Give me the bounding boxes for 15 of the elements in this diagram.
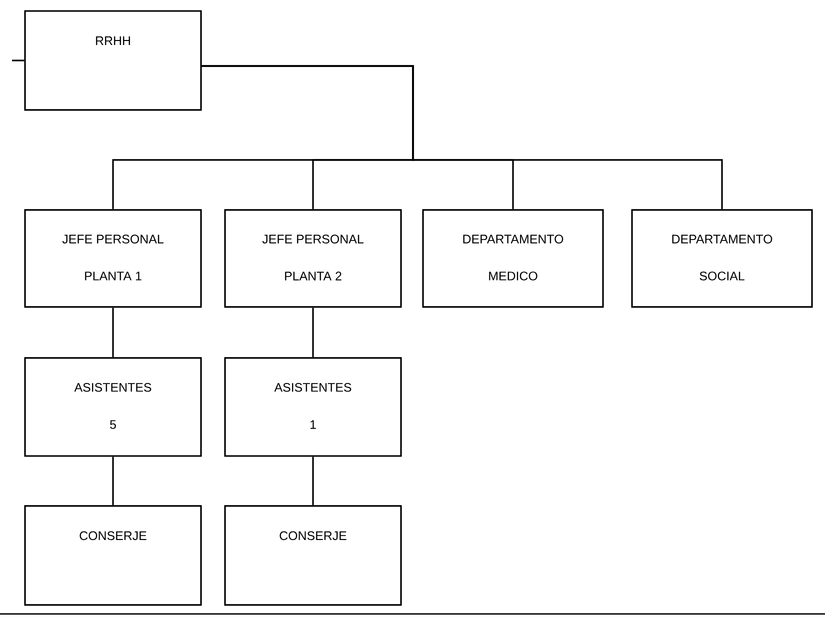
connector-line [112,456,114,506]
connector-line [12,60,24,62]
org-box: CONSERJE [224,505,402,606]
org-box: RRHH [24,10,202,111]
org-box: DEPARTAMENTO SOCIAL [631,209,813,308]
connector-line [312,456,314,506]
connector-line [112,308,114,358]
org-box: JEFE PERSONAL PLANTA 2 [224,209,402,308]
org-box: JEFE PERSONAL PLANTA 1 [24,209,202,308]
org-box: ASISTENTES 5 [24,357,202,457]
org-box: DEPARTAMENTO MEDICO [422,209,604,308]
org-box: ASISTENTES 1 [224,357,402,457]
org-box: CONSERJE [24,505,202,606]
connector-line [312,308,314,358]
connector-line [202,65,723,210]
